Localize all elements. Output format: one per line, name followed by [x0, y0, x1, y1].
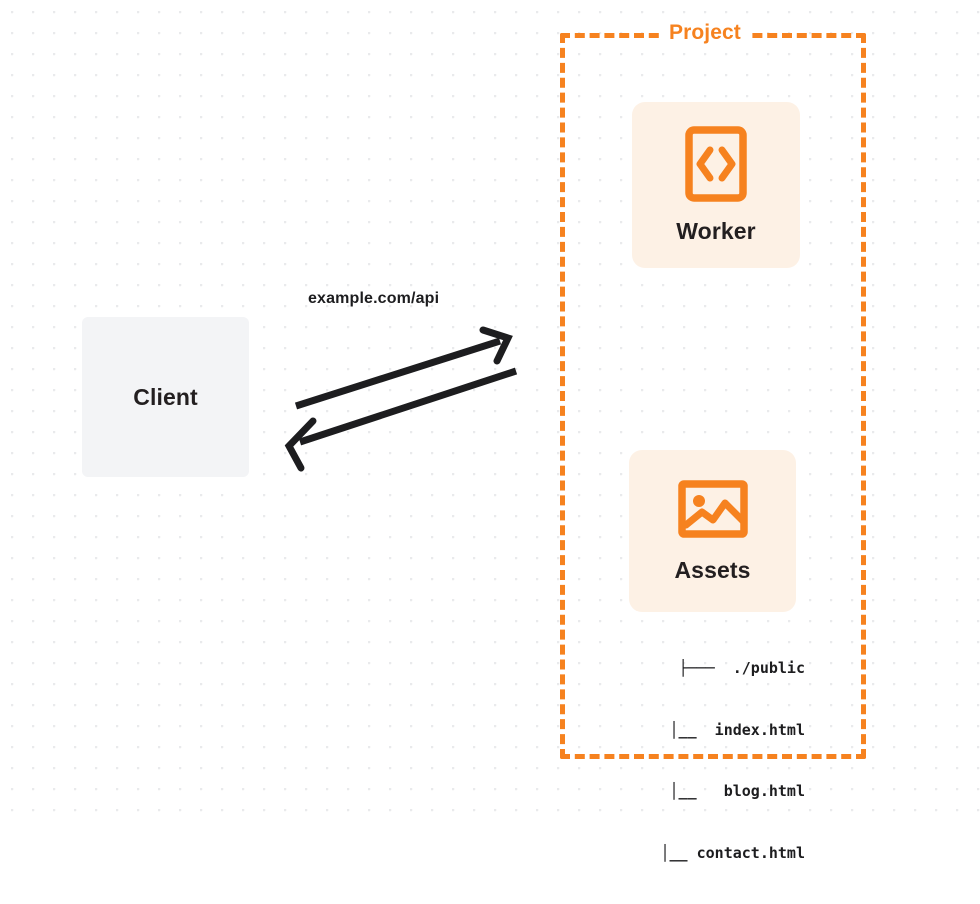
tree-row: │__ blog.html — [642, 782, 805, 800]
worker-label: Worker — [676, 217, 756, 244]
connection-label: example.com/api — [308, 290, 440, 307]
response-arrow — [284, 367, 518, 472]
assets-label: Assets — [674, 556, 751, 583]
client-label: Client — [133, 383, 198, 410]
assets-node: Assets — [629, 450, 796, 612]
tree-row: │__ contact.html — [633, 843, 805, 862]
worker-node: Worker — [632, 102, 800, 268]
request-arrow — [294, 326, 513, 410]
tree-row: ├─── ./public — [678, 659, 805, 677]
tree-row: │__ index.html — [642, 720, 805, 739]
code-brackets-icon — [685, 125, 747, 202]
project-group-label: Project — [660, 19, 750, 47]
diagram-canvas: Client example.com/api Project Worker As… — [0, 0, 980, 862]
image-icon — [677, 479, 748, 539]
assets-file-tree: ├─── ./public │__ index.html │__ blog.ht… — [600, 617, 805, 904]
client-node: Client — [82, 317, 249, 477]
